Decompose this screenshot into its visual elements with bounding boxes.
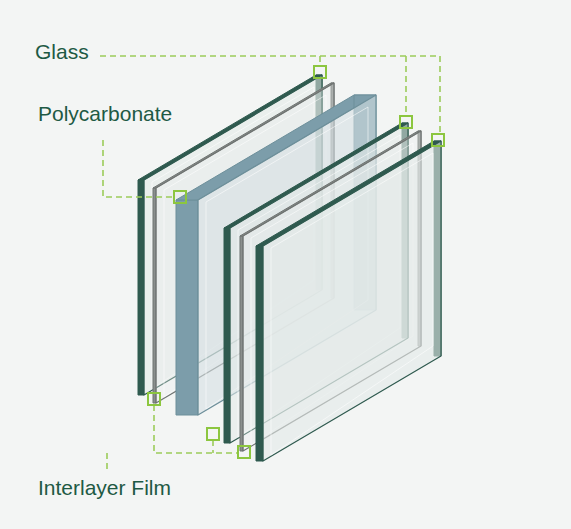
part-label: Polycarbonate [36,102,174,126]
callout-markers [148,66,444,458]
marker [400,116,412,128]
marker [432,134,444,146]
marker [314,66,326,78]
layer-face [263,141,441,461]
layer-edge [176,200,198,415]
layer-edge [224,228,230,443]
layer-edge [138,180,144,395]
marker [238,446,250,458]
layer-edge [256,246,263,461]
part-label: Glass [33,40,91,64]
part-label: Interlayer Film [36,476,173,500]
layer-stack [138,75,441,461]
layer-sheen [271,153,433,455]
polycarbonate-leader [103,140,174,197]
marker [207,428,219,440]
marker [148,393,160,405]
interlayer-leader [107,405,238,470]
marker [174,191,186,203]
